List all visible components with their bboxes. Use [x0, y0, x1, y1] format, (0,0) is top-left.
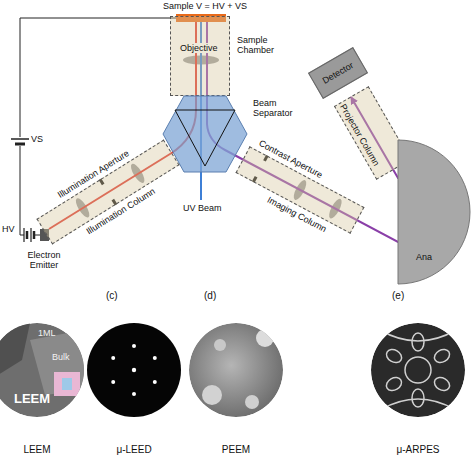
analyzer-half-disc — [398, 140, 470, 284]
detector-label: Detector — [320, 60, 355, 86]
bias-wiring — [15, 143, 25, 146]
column-label: Illumination Column — [84, 186, 157, 237]
column-label: Projector Column — [337, 102, 381, 167]
leed-pattern — [111, 344, 157, 396]
chamber-label: Sample Chamber — [237, 35, 297, 56]
aperture-label: Contrast Aperture — [257, 138, 324, 180]
arpes-pattern — [371, 323, 465, 417]
bias-wiring — [11, 138, 29, 140]
arpes-pattern — [371, 323, 465, 417]
emitter-label: Electron Emitter — [16, 250, 72, 271]
peem-image — [245, 395, 259, 409]
arpes-pattern — [384, 347, 404, 365]
peem-image — [189, 323, 283, 417]
panel-caption: μ-ARPES — [397, 444, 440, 456]
lens-label: Objective — [179, 43, 219, 53]
peem-image — [214, 339, 226, 351]
beam-label: UV Beam — [183, 203, 222, 213]
bias-wiring — [20, 146, 24, 235]
region-label: Bulk — [52, 352, 70, 362]
leed-pattern — [132, 368, 136, 372]
panel-caption: PEEM — [222, 444, 250, 456]
leed-pattern — [111, 356, 115, 360]
leed-pattern — [87, 323, 181, 417]
leem-image — [30, 330, 84, 395]
leed-pattern — [111, 380, 115, 384]
sample-voltage: Sample V = HV + VS — [163, 1, 247, 11]
leed-pattern — [132, 344, 136, 348]
bias-wiring — [30, 228, 31, 242]
sample-chamber-box: Sample ChamberObjective — [170, 16, 230, 96]
bias-wiring — [23, 228, 24, 242]
leem-image — [0, 323, 84, 417]
voltage-label: HV — [2, 224, 15, 234]
panel-letter: (e) — [392, 290, 404, 302]
illumination-column: Illumination ApertureIllumination Column — [36, 140, 179, 245]
energy-analyzer: Ana — [398, 140, 470, 284]
analyzer-label: Ana — [416, 252, 432, 262]
panel-caption: LEEM — [23, 444, 50, 456]
leed-pattern — [153, 356, 157, 360]
voltage-label: VS — [31, 134, 43, 144]
bias-wiring — [35, 235, 40, 236]
prism-triangle — [175, 110, 235, 166]
arpes-pattern — [412, 389, 424, 407]
peem-image — [202, 385, 222, 405]
bias-wiring — [26, 231, 29, 239]
imaging-column: Contrast ApertureImaging Column — [236, 146, 365, 234]
arpes-pattern — [432, 347, 452, 365]
peem-image — [256, 329, 274, 347]
leem-image — [54, 372, 80, 396]
panel-letter: (c) — [106, 290, 118, 302]
panel-caption: μ-LEED — [116, 444, 151, 456]
leed-pattern — [153, 380, 157, 384]
energy-analyzer-outline — [398, 140, 470, 284]
arpes-pattern — [380, 399, 456, 410]
separator-label: Beam Separator — [253, 98, 301, 119]
region-label: 1ML — [38, 328, 56, 338]
arpes-pattern — [380, 330, 456, 410]
arpes-pattern — [412, 333, 424, 351]
image-label: LEEM — [14, 392, 50, 407]
leed-pattern — [132, 392, 136, 396]
leem-image — [62, 378, 72, 390]
column-label: Imaging Column — [266, 195, 329, 235]
bias-wiring — [20, 18, 176, 137]
arpes-pattern — [380, 330, 456, 341]
peem-image — [189, 323, 283, 417]
arpes-pattern — [432, 375, 452, 393]
leem-image — [0, 323, 84, 417]
arpes-pattern — [384, 375, 404, 393]
panel-letter: (d) — [204, 290, 216, 302]
aperture-label: Illumination Aperture — [56, 148, 131, 200]
arpes-pattern — [405, 357, 431, 383]
leed-pattern — [87, 323, 181, 417]
bias-wiring — [33, 231, 36, 239]
leem-image — [0, 323, 30, 380]
